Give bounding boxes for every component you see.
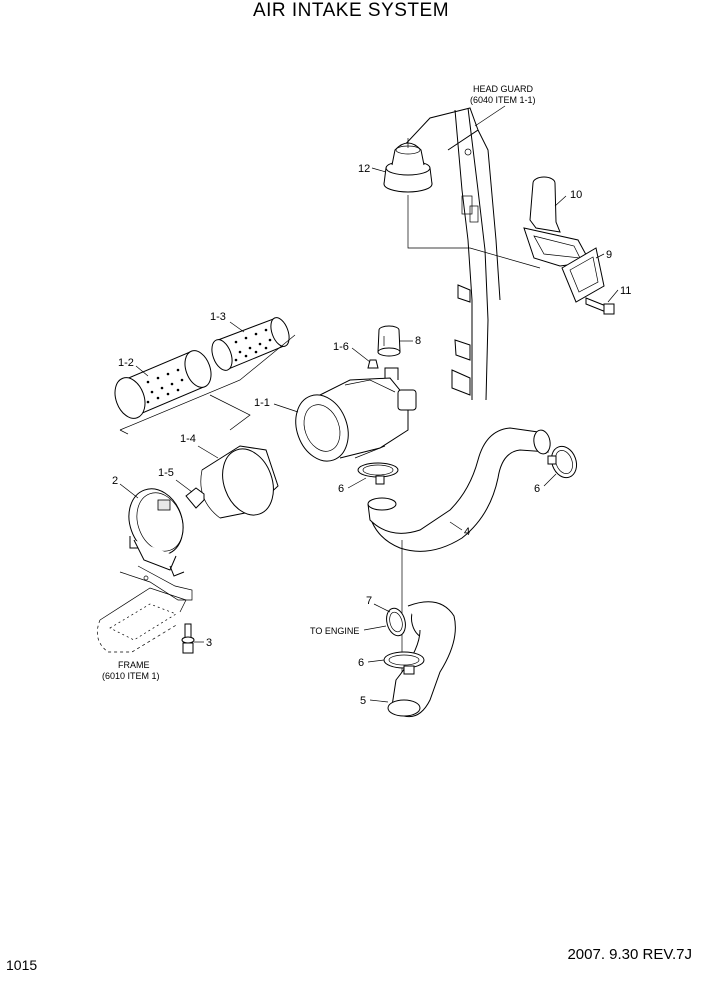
frame-label: FRAME [118, 660, 150, 670]
callout-8: 8 [415, 335, 421, 347]
head-guard-ref: (6040 ITEM 1-1) [470, 95, 536, 105]
main-filter-part [114, 350, 212, 419]
intake-elbow-part [523, 176, 591, 267]
callout-10: 10 [570, 189, 582, 201]
intake-hose-part [367, 427, 551, 552]
revision-date: 2007. 9.30 REV.7J [567, 946, 692, 963]
bolt-part-3 [181, 623, 195, 654]
gasket-part [561, 247, 605, 303]
callout-3: 3 [206, 637, 212, 649]
page-title: AIR INTAKE SYSTEM [252, 0, 450, 21]
callout-1-3: 1-3 [210, 311, 226, 323]
callout-6b: 6 [534, 483, 540, 495]
callout-6c: 6 [358, 657, 364, 669]
callout-6a: 6 [338, 483, 344, 495]
callout-1-2: 1-2 [118, 357, 134, 369]
frame-plate [97, 565, 193, 653]
callout-4: 4 [464, 526, 470, 538]
callout-11: 11 [620, 285, 631, 297]
safety-filter-part [211, 317, 290, 371]
hose-clamp-6c [383, 651, 425, 675]
hose-clamp-6a [357, 462, 399, 485]
callout-1-5: 1-5 [158, 467, 174, 479]
precleaner-cap-part [383, 138, 433, 193]
callout-1-4: 1-4 [180, 433, 196, 445]
to-engine-label: TO ENGINE [310, 626, 359, 636]
air-cleaner-body-part [295, 367, 417, 462]
page-number: 1015 [6, 957, 38, 973]
callout-2: 2 [112, 475, 118, 487]
callout-1-6: 1-6 [333, 341, 349, 353]
mounting-band-part [128, 488, 185, 577]
head-guard-label: HEAD GUARD [473, 84, 534, 94]
hose-clamp-7 [386, 607, 406, 637]
bolt-part-11 [585, 297, 615, 315]
callout-9: 9 [606, 249, 612, 261]
dust-valve-part [185, 487, 205, 509]
callout-12: 12 [358, 163, 370, 175]
frame-ref: (6010 ITEM 1) [102, 671, 160, 681]
cleaner-cover-part [200, 445, 279, 519]
vacuator-valve-part [377, 325, 401, 357]
hose-clamp-6b [547, 445, 578, 479]
callout-5: 5 [360, 695, 366, 707]
callout-7: 7 [366, 595, 372, 607]
callout-1-1: 1-1 [254, 397, 270, 409]
head-guard-frame [399, 107, 501, 401]
